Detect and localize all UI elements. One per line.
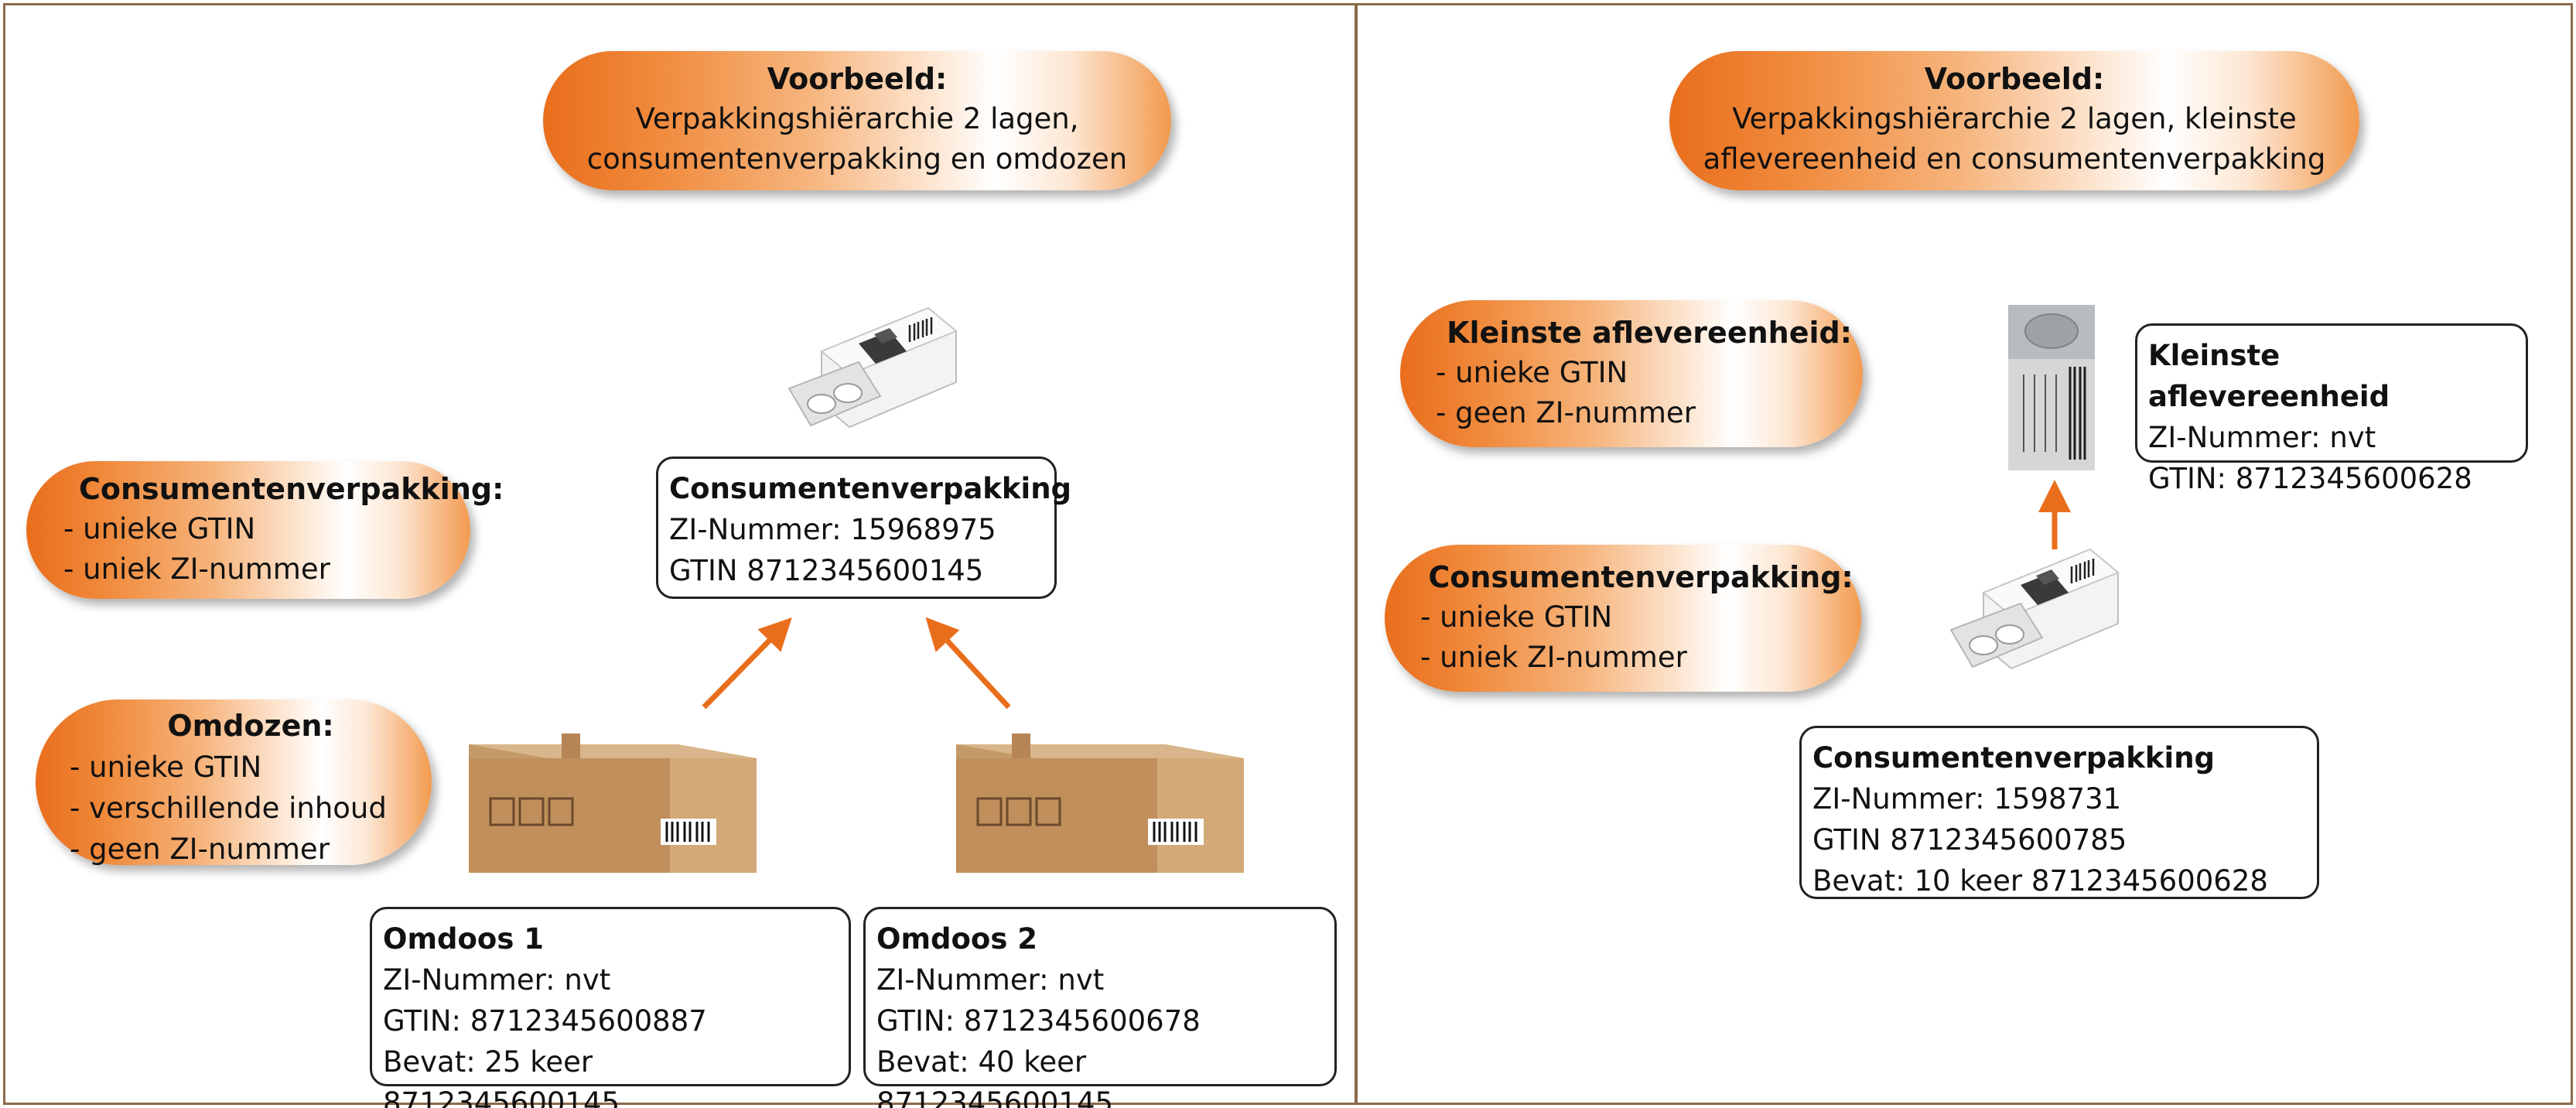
right-unit-box-line: GTIN: 8712345600628 bbox=[2148, 462, 2472, 495]
left-consumer-box-line: ZI-Nummer: 15968975 bbox=[669, 513, 996, 546]
left-consumer-callout-heading: Consumentenverpakking: bbox=[79, 472, 504, 506]
left-example-line-1: Verpakkingshiërarchie 2 lagen, bbox=[635, 102, 1079, 135]
arrow-icon bbox=[702, 617, 792, 710]
left-consumer-box: Consumentenverpakking ZI-Nummer: 1596897… bbox=[656, 457, 1072, 599]
left-outer-callout-line: - unieke GTIN bbox=[70, 751, 262, 784]
right-example-heading: Voorbeeld: bbox=[1924, 62, 2105, 96]
right-consumer-callout-heading: Consumentenverpakking: bbox=[1428, 560, 1853, 594]
right-consumer-box-line: ZI-Nummer: 1598731 bbox=[1812, 782, 2122, 816]
left-example-heading: Voorbeeld: bbox=[767, 62, 948, 96]
pill-box-icon bbox=[787, 306, 958, 429]
outer-box-1-card: Omdoos 1 ZI-Nummer: nvt GTIN: 8712345600… bbox=[370, 907, 851, 1108]
outer-box-2-card: Omdoos 2 ZI-Nummer: nvt GTIN: 8712345600… bbox=[863, 907, 1337, 1108]
right-example-line-1: Verpakkingshiërarchie 2 lagen, kleinste bbox=[1732, 102, 2297, 135]
right-example-line-2: aflevereenheid en consumentenverpakking bbox=[1703, 142, 2326, 176]
outer-box-2-line: GTIN: 8712345600678 bbox=[876, 1004, 1201, 1038]
outer-box-1-line: ZI-Nummer: nvt bbox=[383, 963, 611, 997]
left-outer-callout-line: - geen ZI-nummer bbox=[70, 833, 330, 866]
left-consumer-callout: Consumentenverpakking: - unieke GTIN - u… bbox=[26, 461, 504, 599]
arrow-icon bbox=[925, 617, 1011, 710]
left-consumer-box-title: Consumentenverpakking bbox=[669, 472, 1072, 505]
cardboard-box-icon bbox=[956, 734, 1244, 873]
outer-box-2-line: ZI-Nummer: nvt bbox=[876, 963, 1105, 997]
right-consumer-callout-line: - unieke GTIN bbox=[1420, 600, 1613, 634]
right-consumer-callout: Consumentenverpakking: - unieke GTIN - u… bbox=[1385, 545, 1861, 692]
blister-strip-icon bbox=[2008, 305, 2095, 470]
left-example-callout: Voorbeeld: Verpakkingshiërarchie 2 lagen… bbox=[543, 51, 1171, 190]
right-unit-box-title: Kleinste aflevereenheid bbox=[2148, 339, 2390, 413]
right-consumer-box-line: Bevat: 10 keer 8712345600628 bbox=[1812, 864, 2268, 898]
pill-box-icon bbox=[1949, 548, 2120, 670]
left-outer-callout-heading: Omdozen: bbox=[167, 709, 334, 743]
right-consumer-box-title: Consumentenverpakking bbox=[1812, 741, 2216, 775]
left-consumer-callout-line: - uniek ZI-nummer bbox=[63, 552, 330, 586]
right-unit-callout-line: - unieke GTIN bbox=[1436, 356, 1628, 389]
right-unit-box-line: ZI-Nummer: nvt bbox=[2148, 421, 2376, 454]
outer-box-2-title: Omdoos 2 bbox=[876, 922, 1037, 956]
outer-box-1-line: Bevat: 25 keer 8712345600145 bbox=[383, 1045, 620, 1108]
right-consumer-box: Consumentenverpakking ZI-Nummer: 1598731… bbox=[1799, 726, 2319, 899]
left-consumer-box-line: GTIN 8712345600145 bbox=[669, 554, 984, 587]
outer-box-2-line: Bevat: 40 keer 8712345600145 bbox=[876, 1045, 1114, 1108]
right-example-callout: Voorbeeld: Verpakkingshiërarchie 2 lagen… bbox=[1669, 51, 2359, 190]
right-unit-callout-heading: Kleinste aflevereenheid: bbox=[1447, 316, 1852, 350]
left-outer-callout: Omdozen: - unieke GTIN - verschillende i… bbox=[36, 699, 432, 866]
left-consumer-callout-line: - unieke GTIN bbox=[63, 512, 256, 545]
left-example-line-2: consumentenverpakking en omdozen bbox=[586, 142, 1128, 176]
right-unit-box: Kleinste aflevereenheid ZI-Nummer: nvt G… bbox=[2135, 323, 2528, 495]
right-unit-callout-line: - geen ZI-nummer bbox=[1436, 396, 1696, 429]
right-consumer-callout-line: - uniek ZI-nummer bbox=[1420, 641, 1687, 674]
left-outer-callout-line: - verschillende inhoud bbox=[70, 792, 387, 825]
outer-box-1-title: Omdoos 1 bbox=[383, 922, 544, 956]
right-consumer-box-line: GTIN 8712345600785 bbox=[1812, 823, 2127, 857]
right-panel bbox=[1355, 3, 2573, 1105]
outer-box-1-line: GTIN: 8712345600887 bbox=[383, 1004, 707, 1038]
cardboard-box-icon bbox=[469, 734, 757, 873]
right-unit-callout: Kleinste aflevereenheid: - unieke GTIN -… bbox=[1400, 300, 1863, 447]
